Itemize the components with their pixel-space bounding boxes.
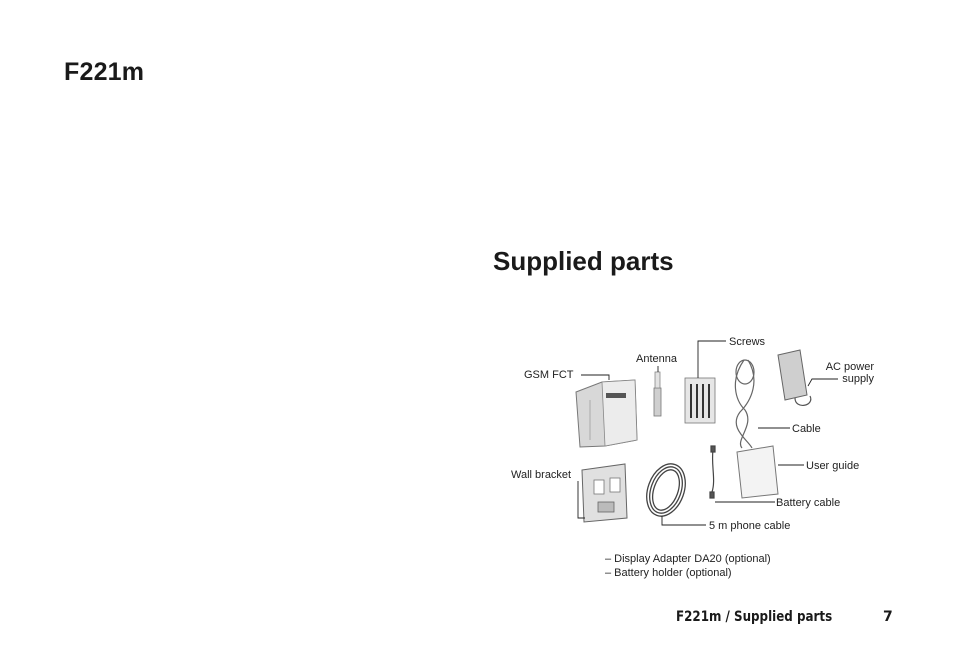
label-antenna: Antenna xyxy=(636,353,677,365)
label-gsm-fct: GSM FCT xyxy=(524,369,574,381)
label-phone-cable: 5 m phone cable xyxy=(709,520,791,532)
footer-title: F221m / Supplied parts xyxy=(676,609,833,625)
cable-drawing xyxy=(734,359,755,449)
wall-bracket-drawing xyxy=(581,463,628,523)
label-user-guide: User guide xyxy=(806,460,860,472)
label-ac-power-line2: supply xyxy=(842,373,874,385)
screws-drawing xyxy=(684,377,716,424)
label-wall-bracket: Wall bracket xyxy=(511,469,572,481)
ac-power-supply-drawing xyxy=(777,349,812,406)
label-battery-cable: Battery cable xyxy=(776,497,841,509)
model-title: F221m xyxy=(64,58,145,86)
gsm-fct-device-drawing xyxy=(575,379,638,448)
user-guide-drawing xyxy=(736,445,779,499)
label-screws: Screws xyxy=(729,336,766,348)
note-display-adapter: – Display Adapter DA20 (optional) xyxy=(605,553,771,565)
label-ac-power-line1: AC power xyxy=(825,361,874,373)
section-title: Supplied parts xyxy=(493,246,674,276)
battery-cable-drawing xyxy=(709,445,716,499)
note-battery-holder: – Battery holder (optional) xyxy=(605,567,732,579)
optional-parts-list: – Display Adapter DA20 (optional) – Batt… xyxy=(605,552,771,580)
label-ac-power-supply: AC power supply xyxy=(820,361,874,385)
page-number: 7 xyxy=(883,609,893,625)
antenna-drawing xyxy=(653,371,662,417)
label-cable: Cable xyxy=(792,423,821,435)
phone-cable-drawing xyxy=(646,463,686,517)
leader-lines xyxy=(577,340,838,526)
